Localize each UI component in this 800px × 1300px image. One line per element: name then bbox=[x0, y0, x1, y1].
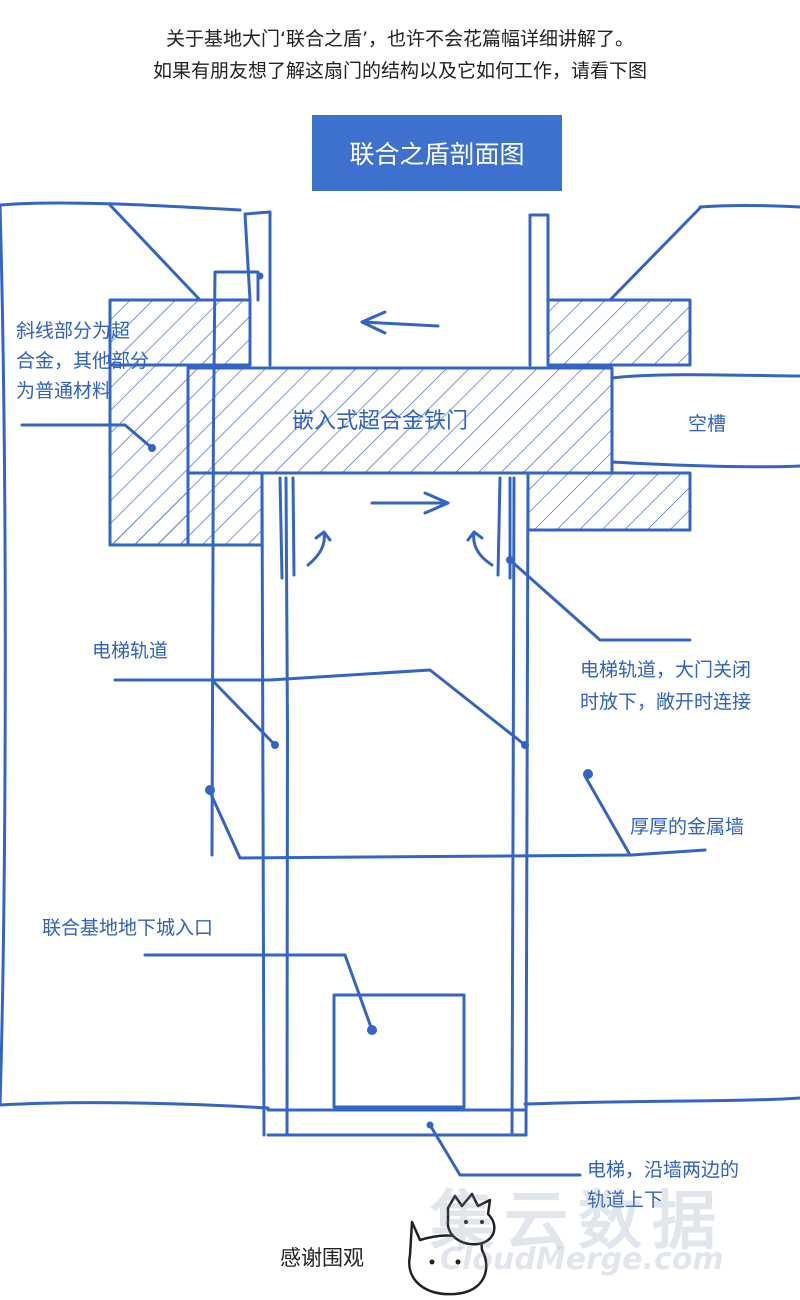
label-slot: 空槽 bbox=[688, 413, 727, 435]
dot-wall-right bbox=[583, 769, 593, 779]
left-upper-wedge bbox=[108, 203, 272, 367]
label-elevator-line-2: 轨道上下 bbox=[587, 1189, 664, 1211]
arrow-right bbox=[370, 491, 450, 515]
label-entrance: 联合基地地下城入口 bbox=[42, 917, 214, 939]
pointer-alloy bbox=[20, 423, 154, 450]
label-alloy-line-1: 斜线部分为超 bbox=[16, 320, 131, 342]
label-elevator-line-1: 电梯，沿墙两边的 bbox=[587, 1159, 740, 1181]
pointer-elevator bbox=[428, 1123, 582, 1177]
label-track-right-line-1: 电梯轨道，大门关闭 bbox=[580, 659, 752, 681]
left-rail bbox=[278, 476, 296, 580]
alloy-door bbox=[186, 366, 614, 475]
pointer-track-left-2 bbox=[268, 668, 527, 747]
label-track-right-line-2: 时放下，敞开时连接 bbox=[580, 691, 752, 713]
right-alloy-upper bbox=[546, 298, 692, 367]
left-shaft-line bbox=[210, 270, 260, 857]
arrow-left bbox=[360, 310, 440, 335]
dot-track-left-2 bbox=[521, 741, 529, 749]
diagram-title: 联合之盾剖面图 bbox=[312, 115, 562, 191]
dot-entrance bbox=[367, 1025, 377, 1035]
outer-outline-right bbox=[523, 203, 800, 1106]
label-track-left: 电梯轨道 bbox=[92, 640, 169, 662]
label-wall: 厚厚的金属墙 bbox=[630, 816, 745, 838]
watermark-logo: 集云数据 bbox=[430, 1185, 726, 1259]
label-door: 嵌入式超合金铁门 bbox=[292, 409, 469, 434]
dot-elevator bbox=[426, 1121, 434, 1129]
dot-track-right bbox=[506, 556, 514, 564]
dot-left-upper bbox=[256, 272, 264, 280]
dot-alloy bbox=[148, 444, 156, 452]
label-alloy-line-2: 合金，其他部分 bbox=[16, 350, 150, 372]
pointer-track-left bbox=[113, 678, 277, 747]
left-alloy-upper bbox=[108, 298, 252, 367]
pointer-entrance bbox=[143, 953, 374, 1032]
dot-wall-left bbox=[205, 785, 215, 795]
left-wall bbox=[260, 471, 290, 1137]
curve-arrow-left bbox=[306, 530, 332, 567]
dot-track-left bbox=[271, 741, 279, 749]
pointer-track-right bbox=[508, 558, 692, 642]
outer-outline-left bbox=[0, 201, 270, 1110]
intro-line-2: 如果有朋友想了解这扇门的结构以及它如何工作，请看下图 bbox=[152, 60, 647, 82]
empty-slot bbox=[610, 373, 800, 469]
label-thanks: 感谢围观 bbox=[280, 1246, 364, 1270]
right-upper-wedge bbox=[528, 206, 702, 367]
label-alloy-line-3: 为普通材料 bbox=[16, 380, 112, 402]
curve-arrow-right bbox=[466, 530, 494, 567]
entrance-box bbox=[332, 993, 466, 1109]
outer-left-edge bbox=[0, 203, 7, 1107]
intro-line-1: 关于基地大门‘联合之盾’，也许不会花篇幅详细讲解了。 bbox=[165, 28, 635, 50]
watermark-logo-en: CloudMerge.com bbox=[440, 1242, 724, 1277]
pointer-wall bbox=[208, 774, 707, 860]
elevator-platform bbox=[266, 1108, 528, 1137]
right-wall bbox=[510, 476, 530, 1137]
